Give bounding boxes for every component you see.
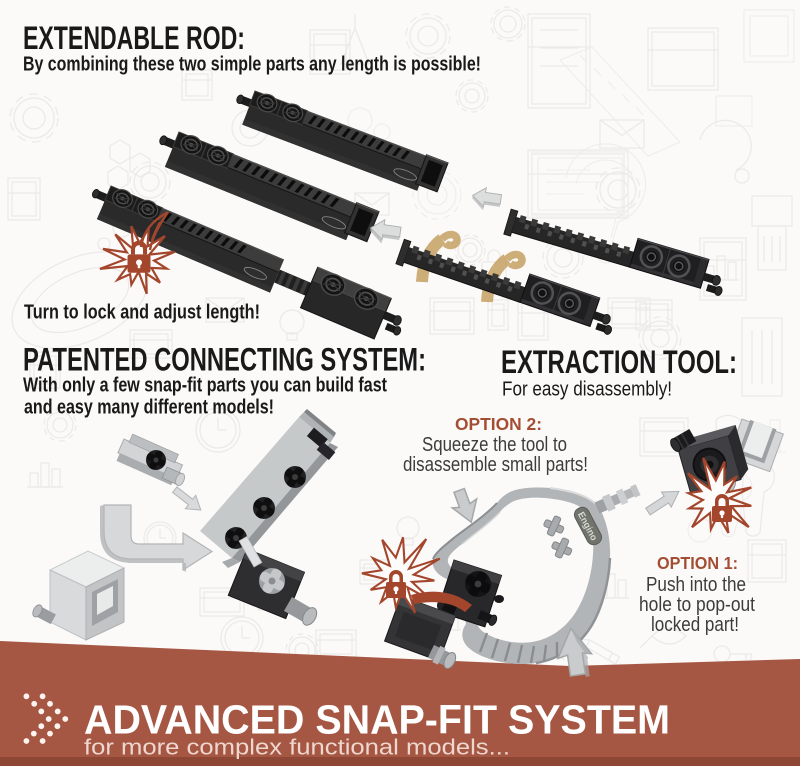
svg-text:Turn to lock and adjust length: Turn to lock and adjust length! — [24, 301, 260, 324]
svg-text:EXTRACTION TOOL:: EXTRACTION TOOL: — [501, 344, 737, 380]
svg-text:Push into the: Push into the — [646, 573, 746, 596]
svg-text:EXTENDABLE ROD:: EXTENDABLE ROD: — [23, 20, 245, 56]
svg-text:For easy disassembly!: For easy disassembly! — [502, 379, 672, 401]
svg-text:By combining these two simple: By combining these two simple parts any … — [23, 54, 481, 76]
svg-text:disassemble small parts!: disassemble small parts! — [403, 454, 588, 476]
svg-text:ADVANCED SNAP-FIT SYSTEM: ADVANCED SNAP-FIT SYSTEM — [84, 697, 670, 743]
svg-text:PATENTED CONNECTING SYSTEM:: PATENTED CONNECTING SYSTEM: — [23, 342, 426, 378]
svg-text:OPTION 1:: OPTION 1: — [657, 553, 738, 573]
svg-text:With only a few snap-fit parts: With only a few snap-fit parts you can b… — [23, 375, 387, 397]
svg-text:locked part!: locked part! — [651, 613, 739, 636]
svg-text:hole to pop-out: hole to pop-out — [639, 593, 755, 616]
svg-text:OPTION 2:: OPTION 2: — [455, 414, 542, 434]
svg-text:Squeeze the tool to: Squeeze the tool to — [422, 434, 567, 456]
svg-text:for more complex functional mo: for more complex functional models... — [84, 735, 510, 760]
svg-text:and easy many different models: and easy many different models! — [24, 397, 274, 419]
